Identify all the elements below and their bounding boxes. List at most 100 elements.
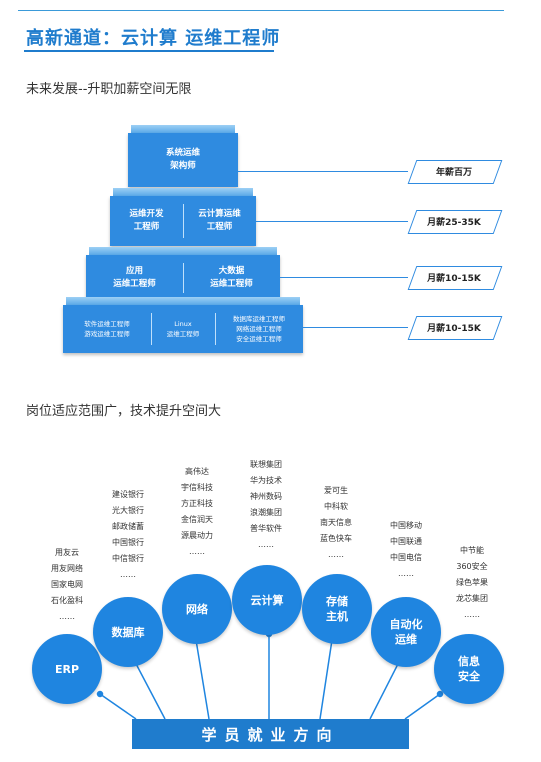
company-name: 高伟达 — [185, 467, 209, 476]
company-name: 宇信科技 — [181, 483, 213, 492]
company-name: …… — [189, 547, 205, 556]
tier-4-top — [66, 297, 300, 305]
role-label: 数据库运维工程师 网络运维工程师 安全运维工程师 — [233, 315, 285, 343]
connector-dot — [436, 690, 444, 698]
company-name: 南天信息 — [320, 518, 352, 527]
tier-divider — [183, 204, 184, 238]
connector-database — [133, 659, 166, 720]
tier-4-cell-3: 数据库运维工程师 网络运维工程师 安全运维工程师 — [215, 305, 303, 353]
company-name: 普华软件 — [250, 524, 282, 533]
tier-1: 系统运维 架构师 — [128, 133, 238, 187]
tier-4: 软件运维工程师 游戏运维工程师 Linux 运维工程师 数据库运维工程师 网络运… — [63, 305, 303, 353]
company-list-storage: 爱可生 中科软 南天信息 蓝色快车 …… — [304, 483, 368, 563]
connector-storage — [319, 639, 333, 720]
tier-2-cell-2: 云计算运维 工程师 — [183, 196, 256, 246]
connector-network — [195, 639, 210, 720]
direction-network: 网络 — [162, 574, 232, 644]
direction-automation: 自动化 运维 — [371, 597, 441, 667]
salary-tag-3: 月薪10-15K — [427, 273, 481, 284]
section-heading-jobs: 岗位适应范围广，技术提升空间大 — [26, 404, 222, 419]
connector-security — [404, 693, 441, 720]
tier-3-cell-2: 大数据 运维工程师 — [183, 255, 280, 301]
company-name: 蓝色快车 — [320, 534, 352, 543]
direction-label: 云计算 — [250, 593, 284, 607]
role-label: 软件运维工程师 游戏运维工程师 — [84, 320, 130, 338]
top-rule — [18, 10, 504, 11]
company-name: 金信润天 — [181, 515, 213, 524]
salary-tag-1: 年薪百万 — [435, 167, 472, 178]
company-name: 中国银行 — [112, 538, 144, 547]
tier-2: 运维开发 工程师 云计算运维 工程师 — [110, 196, 256, 246]
tier-divider — [215, 313, 216, 345]
company-list-automation: 中国移动 中国联通 中国电信 …… — [374, 518, 438, 582]
role-label: 系统运维 架构师 — [165, 148, 200, 171]
salary-tag-2: 月薪25-35K — [427, 217, 481, 228]
tier-2-top — [113, 188, 253, 196]
company-name: 绿色苹果 — [456, 578, 488, 587]
company-name: 国家电网 — [51, 580, 83, 589]
direction-database: 数据库 — [93, 597, 163, 667]
company-list-security: 中节能 360安全 绿色苹果 龙芯集团 …… — [440, 543, 504, 623]
company-name: …… — [258, 540, 274, 549]
company-name: 爱可生 — [324, 486, 348, 495]
company-name: 源晨动力 — [181, 531, 213, 540]
company-name: 中信银行 — [112, 554, 144, 563]
title-underline — [24, 50, 274, 52]
role-label: 运维开发 工程师 — [129, 209, 164, 232]
tier-2-cell-1: 运维开发 工程师 — [110, 196, 183, 246]
section-heading-growth: 未来发展--升职加薪空间无限 — [26, 82, 192, 97]
direction-label: 数据库 — [111, 625, 145, 639]
company-name: 用友云 — [55, 548, 79, 557]
direction-security: 信息 安全 — [434, 634, 504, 704]
company-list-cloud: 联想集团 华为技术 神州数码 浪潮集团 普华软件 …… — [234, 457, 298, 553]
company-list-database: 建设银行 光大银行 邮政储蓄 中国银行 中信银行 …… — [96, 487, 160, 583]
company-name: 中科软 — [324, 502, 348, 511]
tier-1-top — [131, 125, 235, 133]
connector-line — [303, 327, 408, 328]
company-name: 中国移动 — [390, 521, 422, 530]
employment-banner: 学员就业方向 — [132, 719, 409, 749]
company-name: 方正科技 — [181, 499, 213, 508]
company-name: 石化盈科 — [51, 596, 83, 605]
direction-label: 网络 — [186, 602, 208, 616]
direction-storage: 存储 主机 — [302, 574, 372, 644]
salary-tag-4: 月薪10-15K — [427, 323, 481, 334]
direction-label: ERP — [54, 662, 80, 676]
tier-divider — [151, 313, 152, 345]
company-name: 360安全 — [456, 562, 488, 571]
direction-label: 存储 主机 — [326, 595, 348, 623]
company-name: 中国电信 — [390, 553, 422, 562]
connector-automation — [369, 659, 401, 720]
direction-erp: ERP — [32, 634, 102, 704]
tier-3-cell-1: 应用 运维工程师 — [86, 255, 183, 301]
company-name: 浪潮集团 — [250, 508, 282, 517]
company-name: 联想集团 — [250, 460, 282, 469]
direction-label: 信息 安全 — [458, 655, 480, 683]
connector-erp — [99, 693, 137, 720]
connector-line — [256, 221, 408, 222]
company-name: 中国联通 — [390, 537, 422, 546]
company-name: …… — [120, 570, 136, 579]
connector-line — [238, 171, 408, 172]
company-name: 神州数码 — [250, 492, 282, 501]
company-name: 邮政储蓄 — [112, 522, 144, 531]
company-name: 用友网络 — [51, 564, 83, 573]
direction-cloud: 云计算 — [232, 565, 302, 635]
connector-line — [280, 277, 408, 278]
company-name: …… — [328, 550, 344, 559]
connector-dot — [96, 690, 104, 698]
company-name: …… — [464, 610, 480, 619]
direction-label: 自动化 运维 — [389, 618, 423, 646]
company-name: …… — [398, 569, 414, 578]
company-name: 龙芯集团 — [456, 594, 488, 603]
company-name: 光大银行 — [112, 506, 144, 515]
tier-4-cell-2: Linux 运维工程师 — [151, 305, 215, 353]
tier-4-cell-1: 软件运维工程师 游戏运维工程师 — [63, 305, 151, 353]
company-name: 华为技术 — [250, 476, 282, 485]
page-title: 高新通道：云计算 运维工程师 — [26, 28, 281, 49]
company-name: 中节能 — [460, 546, 484, 555]
tier-3-top — [89, 247, 277, 255]
role-label: 云计算运维 工程师 — [198, 209, 241, 232]
tier-divider — [183, 263, 184, 293]
role-label: Linux 运维工程师 — [166, 320, 200, 338]
